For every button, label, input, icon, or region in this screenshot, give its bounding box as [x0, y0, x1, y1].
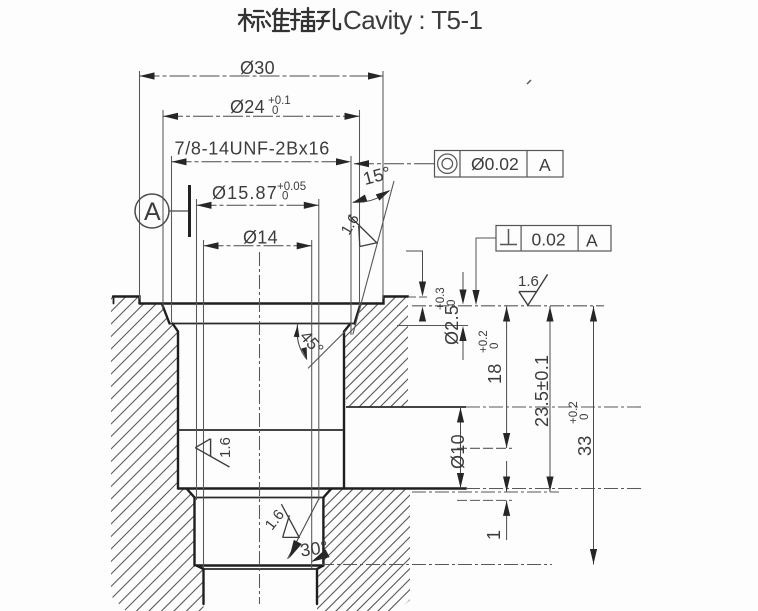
- svg-text:Ø24: Ø24: [230, 97, 265, 117]
- svg-text:1.6: 1.6: [262, 507, 288, 534]
- svg-text:1.6: 1.6: [518, 273, 539, 290]
- svg-text:Ø15.87: Ø15.87: [212, 183, 277, 203]
- svg-text:Ø2.5: Ø2.5: [442, 305, 462, 345]
- svg-text:0: 0: [489, 343, 501, 349]
- svg-text:0: 0: [272, 105, 278, 117]
- svg-text:18: 18: [485, 363, 505, 384]
- svg-text:0: 0: [282, 191, 288, 203]
- svg-text:+0.2: +0.2: [478, 330, 490, 353]
- svg-text:7/8-14UNF-2Bx16: 7/8-14UNF-2Bx16: [175, 139, 330, 159]
- svg-text:Ø30: Ø30: [240, 58, 275, 78]
- svg-text:A: A: [586, 231, 598, 251]
- svg-text:Ø0.02: Ø0.02: [471, 154, 519, 174]
- svg-text:+0.2: +0.2: [568, 401, 580, 424]
- svg-text:1: 1: [484, 530, 504, 540]
- svg-text:+0.3: +0.3: [435, 287, 447, 310]
- svg-text:23.5±0.1: 23.5±0.1: [532, 355, 552, 427]
- svg-text:Cavity : T5-1: Cavity : T5-1: [343, 5, 483, 35]
- svg-text:+0.1: +0.1: [268, 95, 291, 107]
- svg-text:Ø10: Ø10: [448, 434, 468, 469]
- svg-text:0: 0: [579, 414, 591, 420]
- svg-text:+0.05: +0.05: [277, 181, 306, 193]
- svg-text:0.02: 0.02: [532, 230, 566, 250]
- svg-text:30°: 30°: [299, 537, 330, 561]
- svg-text:1.6: 1.6: [217, 437, 234, 458]
- svg-text:0: 0: [446, 300, 458, 306]
- svg-text:33: 33: [575, 435, 595, 456]
- svg-text:A: A: [144, 198, 161, 226]
- svg-text:A: A: [539, 155, 551, 175]
- svg-text:Ø14: Ø14: [243, 228, 278, 248]
